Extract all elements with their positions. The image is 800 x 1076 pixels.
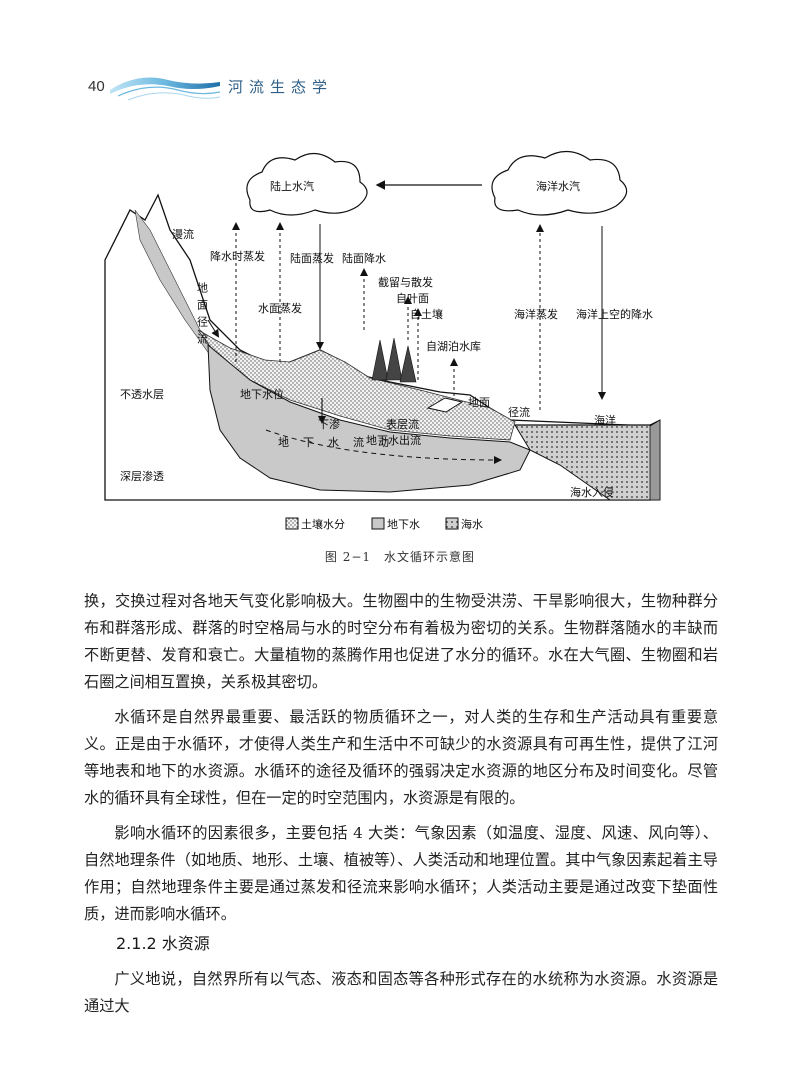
figure-caption: 图 2−1 水文循环示意图 [324, 550, 476, 564]
label-deep-percolation: 深层渗透 [120, 469, 164, 483]
label-ground: 地面 [468, 396, 490, 409]
label-groundwater-flow: 地下水流动 [278, 435, 403, 449]
label-evap-during-rain: 降水时蒸发 [210, 249, 265, 263]
label-interflow: 表层流 [386, 417, 419, 431]
label-infiltration: 下渗 [318, 417, 340, 431]
ocean-vapor-cloud: 海洋水汽 [491, 150, 628, 216]
label-runoff: 径流 [508, 405, 530, 419]
header-wave-decoration [110, 77, 221, 101]
label-ocean-precip: 海洋上空的降水 [576, 307, 653, 321]
legend-groundwater: 地下水 [387, 518, 420, 531]
label-from-lakes: 自湖泊水库 [426, 340, 481, 353]
trees [371, 337, 417, 383]
label-impermeable: 不透水层 [120, 388, 164, 401]
page-number: 40 [88, 78, 105, 95]
label-overland-flow: 漫流 [172, 227, 194, 241]
legend-seawater: 海水 [461, 517, 483, 531]
legend-soil-moisture: 土壤水分 [301, 517, 345, 531]
paragraph: 影响水循环的因素很多，主要包括 4 大类：气象因素（如温度、湿度、风速、风向等）… [84, 824, 718, 923]
figure-legend: 土壤水分 地下水 海水 [285, 517, 483, 531]
land-vapor-label: 陆上水汽 [270, 179, 314, 193]
label-ocean-evaporation: 海洋蒸发 [514, 307, 558, 321]
section-heading: 2.1.2 水资源 [116, 934, 210, 953]
land-vapor-cloud: 陆上水汽 [246, 152, 368, 216]
book-title: 河流生态学 [228, 78, 334, 96]
label-from-leaves: 自叶面 [396, 292, 429, 305]
paragraph: 广义地说，自然界所有以气态、液态和固态等各种形式存在的水统称为水资源。水资源是通… [84, 970, 718, 1015]
ocean-vapor-label: 海洋水汽 [536, 179, 580, 193]
label-from-soil: 自土壤 [410, 307, 443, 321]
label-ground-outflow: 地下水出流 [366, 433, 421, 447]
page-header: 40 河流生态学 [0, 60, 800, 101]
body-text: 换，交换过程对各地天气变化影响极大。生物圈中的生物受洪涝、干旱影响很大，生物种群… [84, 588, 718, 936]
label-water-table: 地下水位 [240, 387, 284, 401]
label-surface-runoff: 地面径流 [196, 282, 209, 350]
hydrologic-cycle-figure: 陆上水汽 海洋水汽 漫流 降水时蒸发 陆面蒸发 [104, 150, 661, 531]
flow-arrows [207, 222, 606, 464]
label-ocean: 海洋 [594, 413, 616, 427]
label-interception: 截留与散发 [378, 275, 433, 289]
label-land-precipitation: 陆面降水 [342, 251, 386, 265]
label-water-surface-evap: 水面蒸发 [258, 301, 302, 315]
lake-reservoir [426, 397, 464, 413]
paragraph: 换，交换过程对各地天气变化影响极大。生物圈中的生物受洪涝、干旱影响很大，生物种群… [84, 592, 718, 691]
label-seawater-intrusion: 海水入侵 [570, 485, 614, 499]
label-land-evaporation: 陆面蒸发 [290, 251, 334, 265]
paragraph: 水循环是自然界最重要、最活跃的物质循环之一，对人类的生存和生产活动具有重要意义。… [84, 708, 718, 807]
terrain [104, 193, 661, 501]
